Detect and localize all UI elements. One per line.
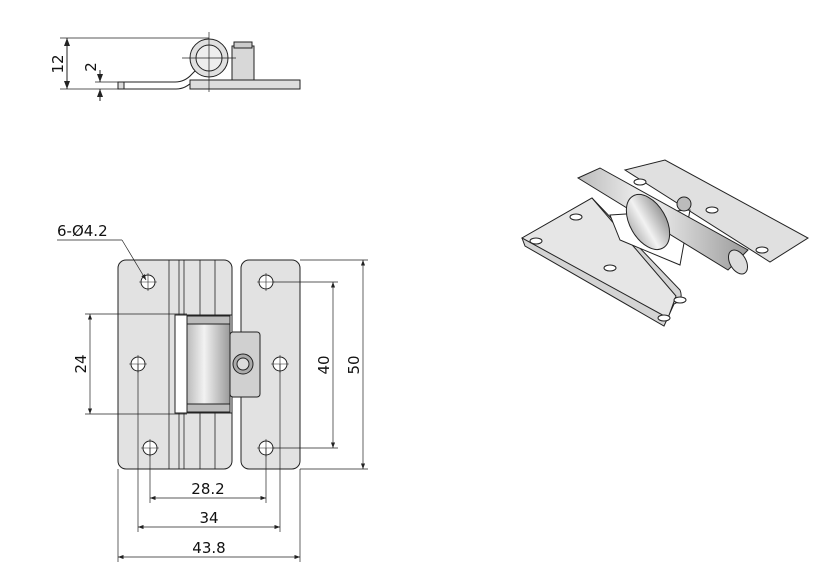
dim-top-height: 12 xyxy=(49,54,67,73)
dim-28-2: 28.2 xyxy=(191,480,224,498)
dim-34: 34 xyxy=(199,509,218,527)
dim-50: 50 xyxy=(345,355,363,374)
dim-24: 24 xyxy=(72,354,90,373)
dim-43-8: 43.8 xyxy=(192,539,225,557)
hinge-barrel xyxy=(186,323,231,405)
front-view xyxy=(57,239,368,562)
dim-40: 40 xyxy=(315,355,333,374)
hole-callout: 6-Ø4.2 xyxy=(57,222,108,240)
top-view xyxy=(60,32,301,101)
isometric-view xyxy=(520,159,809,327)
dim-top-thickness: 2 xyxy=(82,62,100,72)
